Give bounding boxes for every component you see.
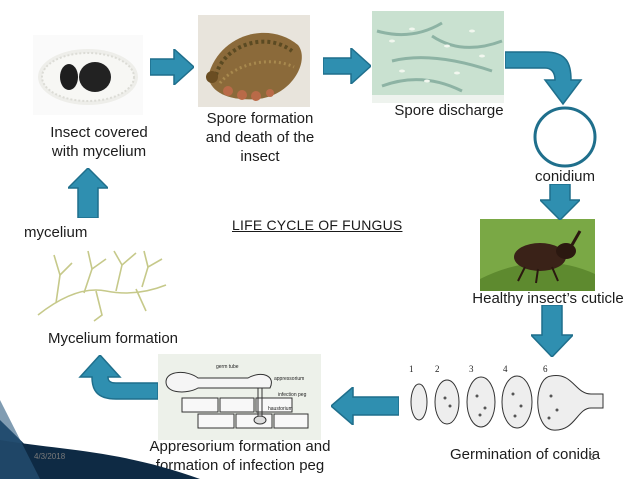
label-infection-peg: infection peg <box>278 392 307 398</box>
germination-step-1: 1 <box>409 364 414 374</box>
arrow-curve-up <box>76 355 158 417</box>
arrow-down-2 <box>531 305 573 357</box>
label-healthy-cuticle: Healthy insect’s cuticle <box>472 290 624 307</box>
appressorium-figure: germ tube appressorium infection peg hau… <box>158 354 321 440</box>
arrow-right-2 <box>323 48 371 84</box>
germination-step-6: 6 <box>543 364 548 374</box>
label-spore-discharge: Spore discharge <box>394 102 504 119</box>
label-insect-covered: Insect covered with mycelium <box>50 124 148 160</box>
dead-larva-image <box>198 15 310 107</box>
arrow-down-1 <box>540 184 580 220</box>
label-germination: Germination of conidia <box>449 446 601 463</box>
spore-discharge-image <box>372 11 504 103</box>
label-mycelium: mycelium <box>24 224 88 241</box>
label-appressorium: appressorium <box>274 376 304 382</box>
arrow-right-1 <box>150 49 194 85</box>
corner-swoosh-decoration <box>0 380 200 479</box>
slide-date: 4/3/2018 <box>34 452 66 461</box>
germination-step-3: 3 <box>469 364 474 374</box>
arrow-left-1 <box>331 387 399 425</box>
mycelium-covered-insect-image <box>33 35 143 115</box>
arrow-up-1 <box>68 168 108 218</box>
mycelium-branching-image <box>36 245 168 323</box>
germination-stages-image: 1 2 3 4 6 <box>405 360 610 438</box>
conidium-shape <box>532 105 598 169</box>
germination-step-2: 2 <box>435 364 440 374</box>
germination-step-4: 4 <box>503 364 508 374</box>
label-mycelium-formation: Mycelium formation <box>47 330 179 347</box>
arrow-curve-down-1 <box>505 50 585 106</box>
healthy-beetle-image <box>480 219 595 291</box>
label-conidium: conidium <box>534 168 596 185</box>
diagram-title: LIFE CYCLE OF FUNGUS <box>232 217 403 233</box>
label-germ-tube: germ tube <box>216 364 239 370</box>
label-haustorium: haustorium <box>268 406 293 412</box>
label-spore-formation: Spore formation and death of the insect <box>205 110 315 165</box>
slide-number: 3 <box>590 452 596 462</box>
